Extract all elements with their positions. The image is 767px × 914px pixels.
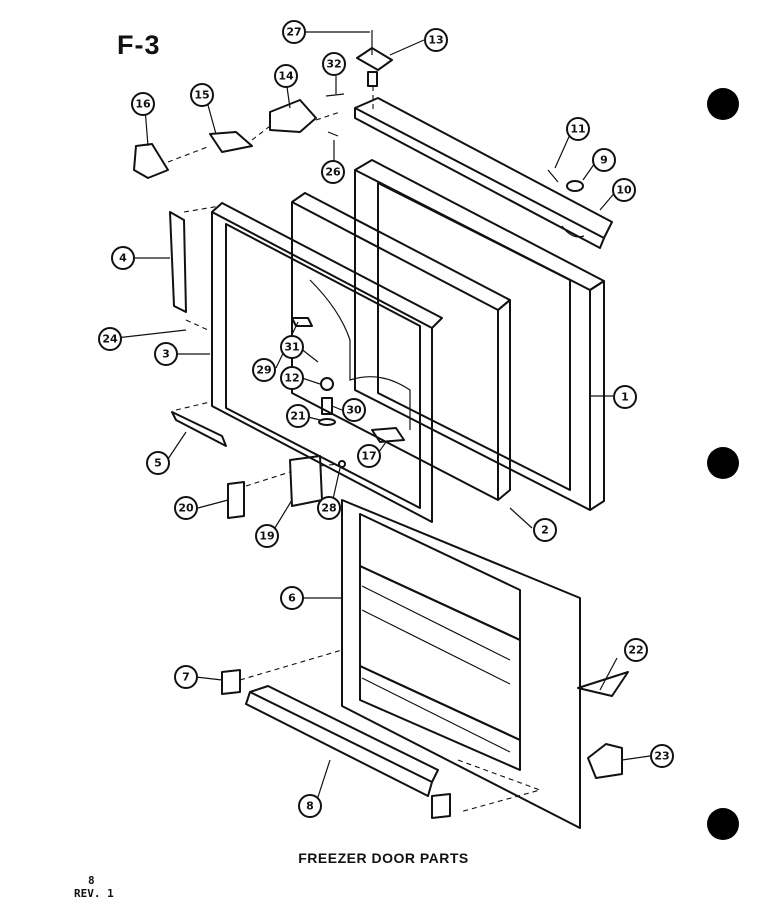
callout-4: 4 — [111, 246, 135, 270]
callout-19: 19 — [255, 524, 279, 548]
callout-12: 12 — [280, 366, 304, 390]
callout-number: 11 — [570, 123, 585, 136]
part-11-screw — [547, 169, 559, 183]
callout-number: 30 — [346, 404, 362, 417]
callout-7: 7 — [174, 665, 198, 689]
part-32-screw — [325, 93, 345, 97]
callout-21: 21 — [286, 404, 310, 428]
part-6-door-liner — [341, 499, 581, 829]
callout-32: 32 — [322, 52, 346, 76]
part-3-gasket — [211, 202, 443, 523]
part-2-insulation — [291, 192, 511, 501]
callout-number: 12 — [284, 372, 299, 385]
part-5-strip — [171, 411, 227, 447]
callout-24: 24 — [98, 327, 122, 351]
callout-23: 23 — [650, 744, 674, 768]
callout-number: 3 — [162, 348, 170, 361]
callout-2: 2 — [533, 518, 557, 542]
part-19-bracket — [289, 455, 323, 507]
part-4-strip — [169, 211, 187, 313]
callout-number: 23 — [654, 750, 669, 763]
callout-20: 20 — [174, 496, 198, 520]
callout-number: 15 — [194, 89, 209, 102]
part-26-screw — [327, 131, 339, 137]
callout-30: 30 — [342, 398, 366, 422]
part-23-corner — [587, 743, 623, 779]
part-7-clip — [221, 669, 241, 695]
part-13-hinge-bracket — [356, 47, 393, 71]
callout-number: 8 — [306, 800, 314, 813]
binder-hole-bottom — [707, 808, 739, 840]
callout-3: 3 — [154, 342, 178, 366]
callout-15: 15 — [190, 83, 214, 107]
callout-number: 4 — [119, 252, 127, 265]
callout-31: 31 — [280, 335, 304, 359]
callout-number: 31 — [284, 341, 299, 354]
callout-9: 9 — [592, 148, 616, 172]
part-20-plate — [227, 481, 245, 519]
part-28-screw — [338, 460, 346, 468]
callout-13: 13 — [424, 28, 448, 52]
callout-number: 1 — [621, 391, 629, 404]
callout-11: 11 — [566, 117, 590, 141]
callout-number: 5 — [154, 457, 162, 470]
binder-hole-top — [707, 88, 739, 120]
part-21-washer — [318, 418, 336, 426]
callout-number: 32 — [326, 58, 341, 71]
callout-number: 13 — [428, 34, 443, 47]
part-12-bushing — [320, 377, 334, 391]
part-15-hinge — [209, 131, 253, 153]
callout-number: 10 — [616, 184, 632, 197]
callout-16: 16 — [131, 92, 155, 116]
callout-10: 10 — [612, 178, 636, 202]
callout-8: 8 — [298, 794, 322, 818]
callout-number: 20 — [178, 502, 194, 515]
callout-number: 9 — [600, 154, 608, 167]
callout-22: 22 — [624, 638, 648, 662]
callout-number: 7 — [182, 671, 190, 684]
callout-29: 29 — [252, 358, 276, 382]
callout-number: 27 — [286, 26, 301, 39]
part-1-door-frame — [354, 159, 605, 511]
callout-number: 24 — [102, 333, 118, 346]
callout-1: 1 — [613, 385, 637, 409]
callout-17: 17 — [357, 444, 381, 468]
callout-number: 22 — [628, 644, 643, 657]
callout-number: 6 — [288, 592, 296, 605]
diagram-caption: FREEZER DOOR PARTS — [298, 850, 469, 866]
callout-27: 27 — [282, 20, 306, 44]
callout-6: 6 — [280, 586, 304, 610]
part-16-hinge — [133, 143, 169, 179]
callout-number: 26 — [325, 166, 341, 179]
part-8-breaker-strip — [249, 685, 439, 783]
sheet-id: F-3 — [117, 30, 161, 60]
page-number: 8 — [88, 874, 95, 887]
callout-28: 28 — [317, 496, 341, 520]
callout-number: 16 — [135, 98, 151, 111]
revision-label: REV. 1 — [74, 887, 114, 900]
callout-14: 14 — [274, 64, 298, 88]
part-29-clip — [291, 317, 313, 327]
callout-number: 17 — [361, 450, 376, 463]
callout-number: 28 — [321, 502, 336, 515]
callout-number: 19 — [259, 530, 274, 543]
binder-hole-middle — [707, 447, 739, 479]
part-17-latch — [371, 427, 405, 443]
callout-5: 5 — [146, 451, 170, 475]
part-22-wedge — [577, 671, 629, 697]
callout-number: 29 — [256, 364, 271, 377]
part-10-hinge-bar — [354, 97, 613, 249]
part-14-hinge — [269, 99, 317, 133]
callout-number: 21 — [290, 410, 305, 423]
callout-number: 2 — [541, 524, 549, 537]
callout-number: 14 — [278, 70, 294, 83]
part-9-plug — [566, 180, 584, 192]
callout-26: 26 — [321, 160, 345, 184]
